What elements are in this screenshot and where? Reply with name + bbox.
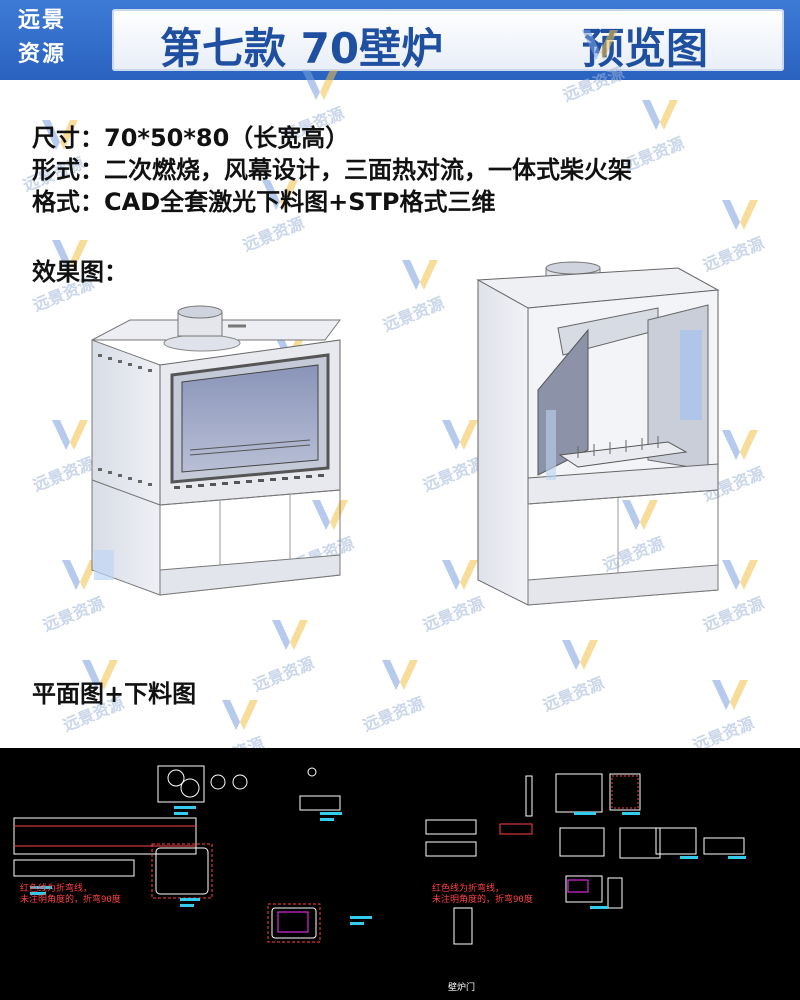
cad-drawing-panel: 红色线为折弯线， 未注明角度的，折弯90度 红色线为折弯线， 未注明角度的，折弯… [0,748,800,1000]
watermark-icon [642,100,678,130]
cad-note-right: 红色线为折弯线， 未注明角度的，折弯90度 [432,884,533,906]
watermark-icon [402,260,438,290]
watermark-text: 远景资源 [620,133,687,176]
page-title: 第七款 70壁炉 [160,24,444,73]
page-subtitle: 预览图 [582,24,709,73]
watermark: 远景资源 [540,640,620,715]
header-bar: 远景 资源 第七款 70壁炉 预览图 [0,0,800,80]
cad-note-left-line-2: 未注明角度的，折弯90度 [20,895,121,905]
spec-format-value: CAD全套激光下料图+STP格式三维 [104,188,496,216]
cad-note-right-line-2: 未注明角度的，折弯90度 [432,895,533,905]
cad-note-right-line-1: 红色线为折弯线， [432,884,505,894]
section-effect-heading: 效果图： [32,258,128,286]
spec-size: 尺寸：70*50*80（长宽高） [32,118,349,153]
watermark: 远景资源 [250,620,330,695]
logo-line-2: 资源 [17,42,66,67]
brand-logo: 远景 资源 [4,4,80,76]
cad-file-label: 壁炉门 [448,983,476,993]
spec-form-label: 形式： [32,156,104,184]
cad-note-left: 红色线为折弯线， 未注明角度的，折弯90度 [20,884,121,906]
cad-note-left-line-1: 红色线为折弯线， [20,884,93,894]
spec-size-value: 70*50*80（长宽高） [104,124,350,152]
watermark-icon [382,660,418,690]
spec-form-value: 二次燃烧，风幕设计，三面热对流，一体式柴火架 [104,156,632,184]
watermark-text: 远景资源 [540,673,607,716]
spec-format-label: 格式： [32,188,104,216]
watermark-text: 远景资源 [380,293,447,336]
spec-form: 形式：二次燃烧，风幕设计，三面热对流，一体式柴火架 [32,150,632,185]
watermark: 远景资源 [690,680,770,755]
spec-size-label: 尺寸： [32,124,104,152]
watermark-text: 远景资源 [360,693,427,736]
watermark-icon [722,200,758,230]
watermark: 远景资源 [620,100,700,175]
spec-format: 格式：CAD全套激光下料图+STP格式三维 [32,182,495,217]
watermark: 远景资源 [380,260,460,335]
watermark: 远景资源 [360,660,440,735]
fireplace-section-render [476,261,720,606]
logo-line-1: 远景 [17,8,66,33]
fireplace-front-render [91,305,341,596]
watermark-icon [222,700,258,730]
section-plan-heading: 平面图+下料图 [32,680,197,708]
cad-drawing [13,765,746,945]
title-banner: 第七款 70壁炉 预览图 [112,9,784,73]
watermark-icon [562,640,598,670]
watermark-icon [712,680,748,710]
watermark-text: 远景资源 [250,653,317,696]
